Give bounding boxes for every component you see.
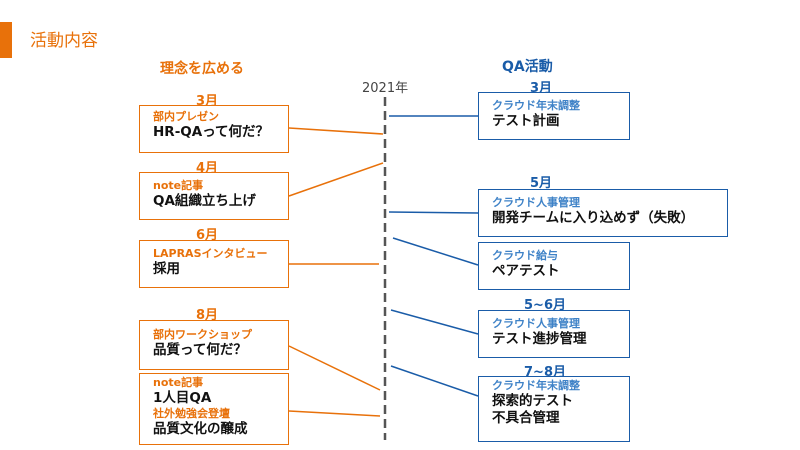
right-item-2-month: 5月 xyxy=(530,176,553,191)
connector-left-5 xyxy=(288,410,381,417)
right-item-2-category: クラウド人事管理 xyxy=(492,196,580,209)
right-item-3-box: クラウド給与 ペアテスト xyxy=(478,242,630,290)
left-item-1-category: 部内プレゼン xyxy=(153,110,219,123)
right-item-5-text: 探索的テスト xyxy=(492,393,573,409)
right-item-4-box: クラウド人事管理 テスト進捗管理 xyxy=(478,310,630,358)
left-item-1-box: 部内プレゼン HR-QAって何だ？ xyxy=(139,105,289,153)
connector-right-2 xyxy=(388,211,479,214)
left-item-5-category-2: 社外勉強会登壇 xyxy=(153,407,230,420)
left-item-5-text-2: 品質文化の醸成 xyxy=(153,421,248,437)
left-item-5-box: note記事 1人目QA 社外勉強会登壇 品質文化の醸成 xyxy=(139,373,289,445)
right-item-5-text-2: 不具合管理 xyxy=(492,410,560,426)
connector-left-1 xyxy=(288,127,384,135)
left-column-heading: 理念を広める xyxy=(160,61,244,77)
right-item-4-month: 5~6月 xyxy=(524,298,566,313)
left-item-4-month: 8月 xyxy=(196,308,219,323)
left-item-3-box: LAPRASインタビュー 採用 xyxy=(139,240,289,288)
left-item-2-category: note記事 xyxy=(153,179,204,192)
right-item-5-category: クラウド年末調整 xyxy=(492,379,580,392)
left-item-2-text: QA組織立ち上げ xyxy=(153,193,256,209)
left-item-1-text: HR-QAって何だ？ xyxy=(153,124,270,140)
right-item-5-box: クラウド年末調整 探索的テスト 不具合管理 xyxy=(478,376,630,442)
right-item-3-category: クラウド給与 xyxy=(492,249,558,262)
left-item-5-text: 1人目QA xyxy=(153,390,212,406)
right-column-heading: QA活動 xyxy=(502,59,553,75)
connector-right-5 xyxy=(390,365,479,397)
left-item-4-text: 品質って何だ？ xyxy=(153,342,247,358)
left-item-3-category: LAPRASインタビュー xyxy=(153,247,268,260)
title-accent-bar xyxy=(0,22,12,58)
left-item-3-month: 6月 xyxy=(196,228,219,243)
left-item-5-category: note記事 xyxy=(153,376,204,389)
timeline-year-label: 2021年 xyxy=(362,81,409,96)
right-item-3-text: ペアテスト xyxy=(492,263,560,279)
right-item-4-category: クラウド人事管理 xyxy=(492,317,580,330)
left-item-2-box: note記事 QA組織立ち上げ xyxy=(139,172,289,220)
right-item-4-text: テスト進捗管理 xyxy=(492,331,587,347)
connector-left-4 xyxy=(288,345,381,391)
right-item-2-text: 開発チームに入り込めず（失敗） xyxy=(492,210,695,226)
right-item-2-box: クラウド人事管理 開発チームに入り込めず（失敗） xyxy=(478,189,728,237)
left-item-4-category: 部内ワークショップ xyxy=(153,328,252,341)
connector-right-4 xyxy=(390,309,479,335)
connector-right-3 xyxy=(392,237,479,266)
right-item-1-category: クラウド年末調整 xyxy=(492,99,580,112)
right-item-1-text: テスト計画 xyxy=(492,113,560,129)
slide-title: 活動内容 xyxy=(30,31,98,51)
left-item-3-text: 採用 xyxy=(153,261,180,277)
left-item-4-box: 部内ワークショップ 品質って何だ？ xyxy=(139,320,289,370)
connector-left-2 xyxy=(288,162,384,197)
right-item-1-box: クラウド年末調整 テスト計画 xyxy=(478,92,630,140)
